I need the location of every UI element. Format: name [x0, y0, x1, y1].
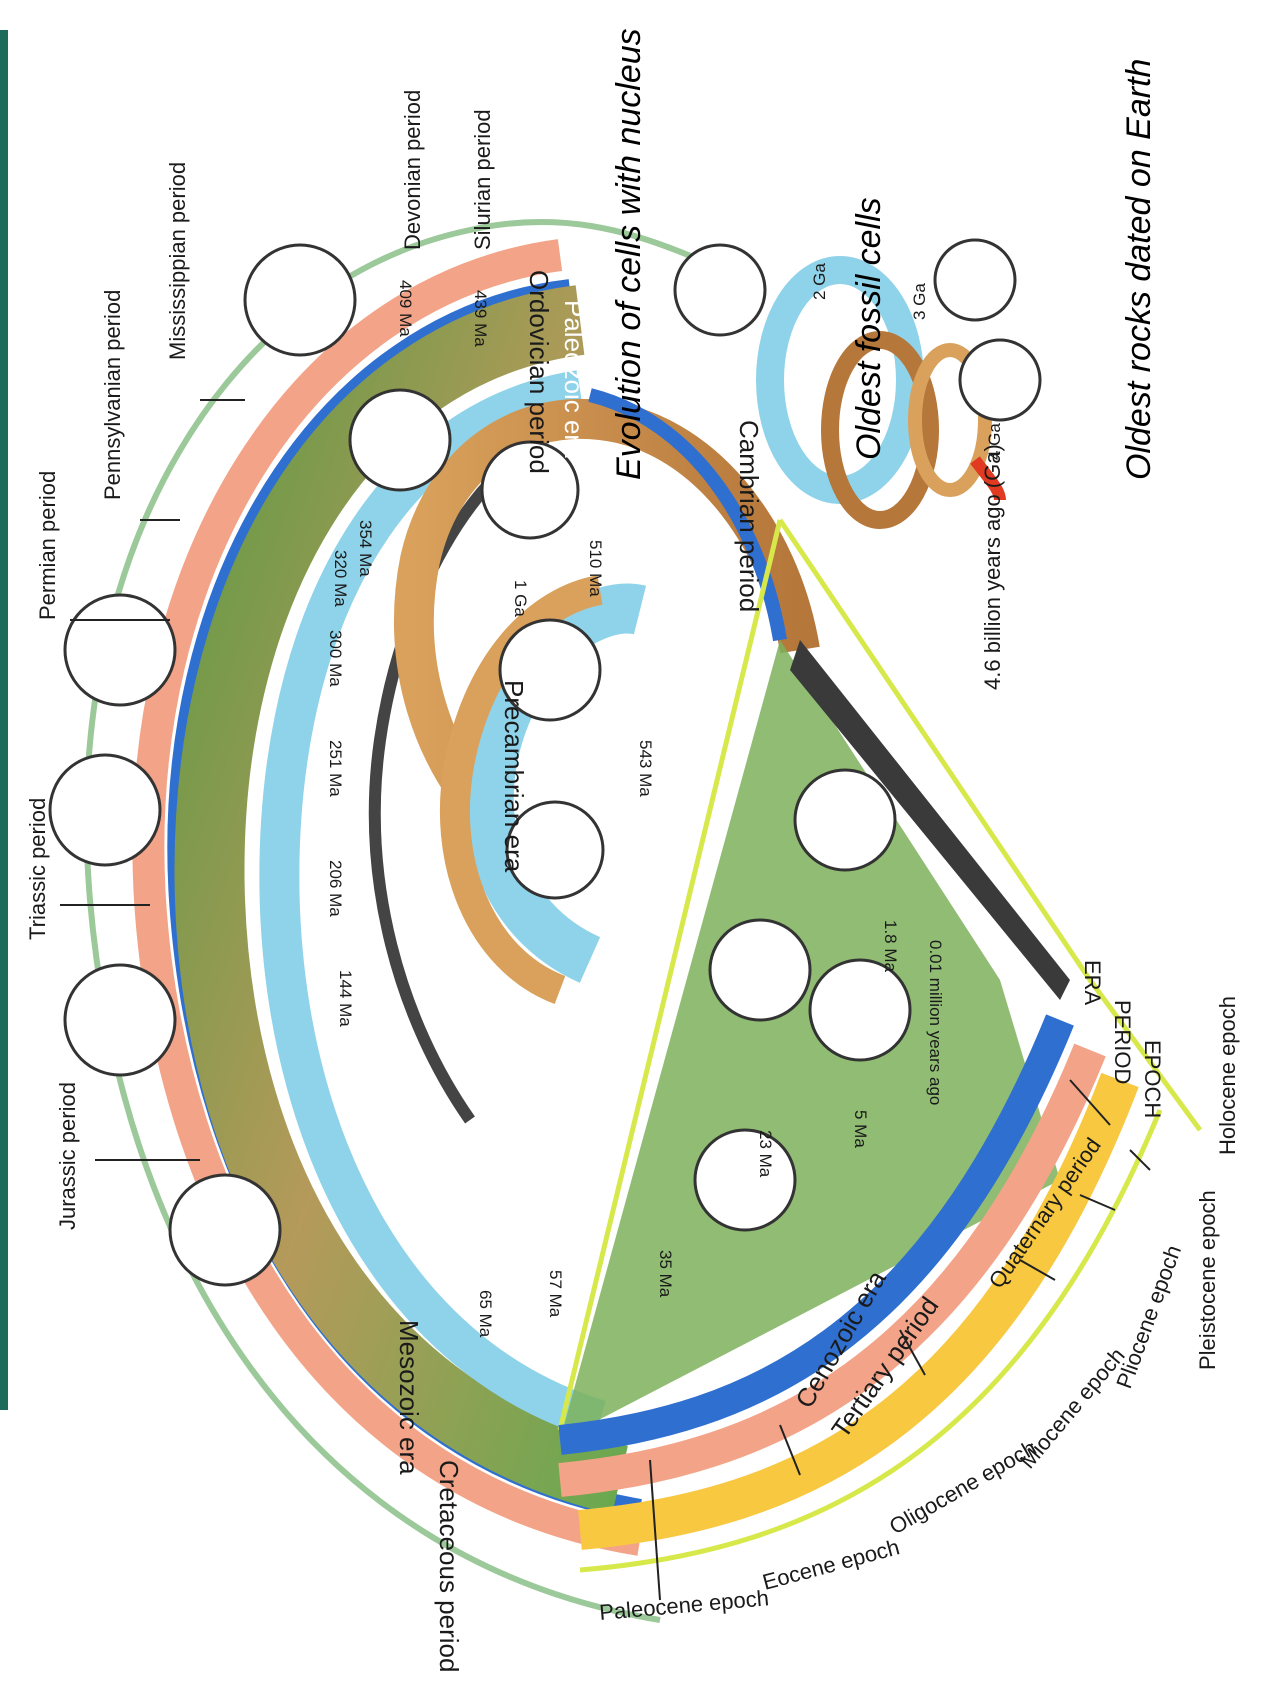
label-precambrian: Precambrian era — [499, 680, 529, 873]
tick-510: 510 Ma — [586, 540, 605, 597]
tick-251: 251 Ma — [326, 740, 345, 797]
label-devonian: Devonian period — [400, 90, 425, 250]
label-eocene: Eocene epoch — [760, 1534, 902, 1595]
tick-23: 23 Ma — [756, 1130, 775, 1178]
tick-144: 144 Ma — [336, 970, 355, 1027]
tick-4ga: 4 Ga — [985, 423, 1004, 460]
fossil-circle-jurassic — [65, 965, 175, 1075]
label-paleozoic: Paleozoic era — [559, 300, 589, 458]
tick-1ga: 1 Ga — [511, 580, 530, 617]
label-permian: Permian period — [35, 471, 60, 620]
fossil-circle-2ga — [675, 245, 765, 335]
milestone-labels: Evolution of cells with nucleus Oldest f… — [610, 28, 1158, 690]
fossil-circle-ordovician — [350, 390, 450, 490]
legend-era: ERA — [1080, 960, 1105, 1006]
fossil-circle-mammal-1 — [795, 770, 895, 870]
label-mesozoic: Mesozoic era — [394, 1320, 424, 1475]
label-cambrian: Cambrian period — [734, 420, 764, 612]
label-oldest-rocks: Oldest rocks dated on Earth — [1120, 59, 1158, 480]
tick-57: 57 Ma — [546, 1270, 565, 1318]
label-paleocene: Paleocene epoch — [598, 1585, 770, 1625]
legend-epoch: EPOCH — [1140, 1040, 1165, 1118]
fossil-circle-primate — [695, 1130, 795, 1230]
fossil-circle-4ga — [960, 340, 1040, 420]
tick-543: 543 Ma — [636, 740, 655, 797]
fossil-circle-3ga — [935, 240, 1015, 320]
label-oldest-fossil: Oldest fossil cells — [850, 197, 888, 460]
label-mississippian: Mississippian period — [165, 162, 190, 360]
fossil-circle-triassic — [50, 755, 160, 865]
tick-206: 206 Ma — [326, 860, 345, 917]
tick-439: 439 Ma — [471, 290, 490, 347]
label-holocene: Holocene epoch — [1215, 996, 1240, 1155]
label-silurian: Silurian period — [470, 109, 495, 250]
fossil-circle-mammal-3 — [810, 960, 910, 1060]
label-nucleus: Evolution of cells with nucleus — [610, 28, 648, 480]
tick-2ga: 2 Ga — [810, 263, 829, 300]
fossil-circle-mammal-2 — [710, 920, 810, 1020]
tick-3ga: 3 Ga — [910, 283, 929, 320]
label-4-6-billion: 4.6 billion years ago (Ga) — [980, 444, 1005, 690]
tick-354: 354 Ma — [356, 520, 375, 577]
label-triassic: Triassic period — [25, 798, 50, 940]
label-cretaceous: Cretaceous period — [434, 1460, 464, 1672]
label-pliocene: Pliocene epoch — [1111, 1242, 1186, 1392]
label-oligocene: Oligocene epoch — [885, 1435, 1041, 1539]
label-ordovician: Ordovician period — [524, 270, 554, 474]
left-edge-bar — [0, 30, 8, 1410]
label-jurassic: Jurassic period — [55, 1082, 80, 1230]
tick-300: 300 Ma — [326, 630, 345, 687]
fossil-circle-cretaceous — [170, 1175, 280, 1285]
tick-5: 5 Ma — [851, 1110, 870, 1148]
fossil-circle-devonian — [245, 245, 355, 355]
tick-320: 320 Ma — [331, 550, 350, 607]
label-pennsylvanian: Pennsylvanian period — [100, 290, 125, 500]
tick-35: 35 Ma — [656, 1250, 675, 1298]
fossil-circle-permian — [65, 595, 175, 705]
tick-65: 65 Ma — [476, 1290, 495, 1338]
tick-1-8: 1.8 Ma — [881, 920, 900, 973]
tick-0-01: 0.01 million years ago — [926, 940, 945, 1105]
tick-409: 409 Ma — [396, 280, 415, 337]
legend-period: PERIOD — [1110, 1000, 1135, 1084]
label-pleistocene: Pleistocene epoch — [1195, 1190, 1220, 1370]
